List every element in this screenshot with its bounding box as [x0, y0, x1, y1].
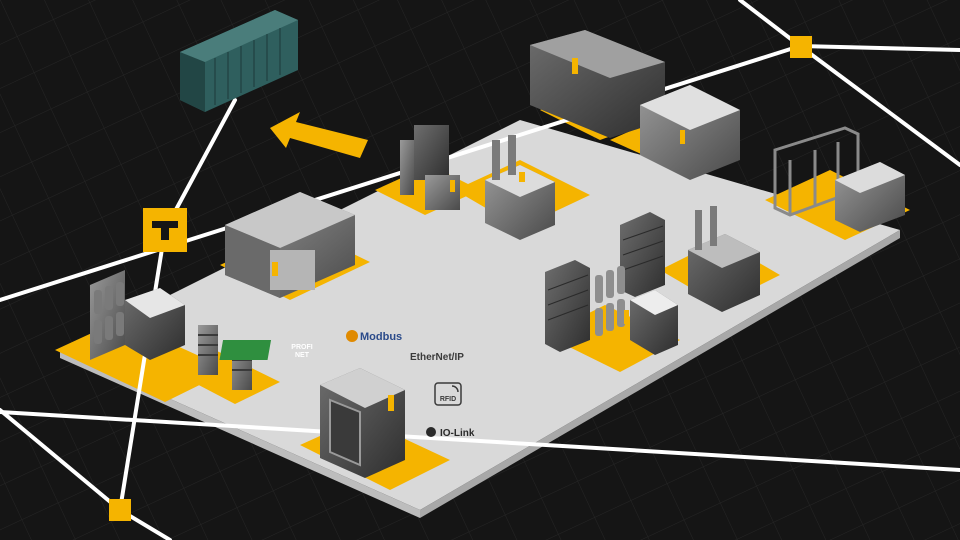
t-junction-icon [143, 208, 187, 252]
rfid-label: RFID [440, 396, 456, 403]
modbus-label: Modbus [360, 331, 402, 343]
network-node [790, 36, 812, 58]
machine-enclosure-front [320, 368, 405, 478]
modbus-logo: Modbus [346, 330, 402, 343]
profinet-text-line2: NET [295, 352, 310, 359]
ethernet-ip-label: EtherNet/IP [410, 352, 464, 363]
profinet-text-line1: PROFI [291, 344, 312, 351]
network-node [109, 499, 131, 521]
io-link-label: IO-Link [440, 428, 475, 439]
